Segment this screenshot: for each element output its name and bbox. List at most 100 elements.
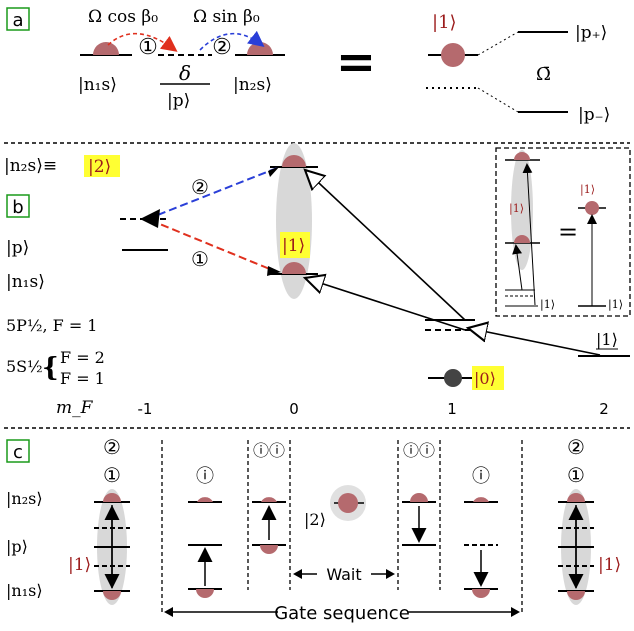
blue-coupling bbox=[149, 167, 278, 219]
f1-label: F = 1 bbox=[60, 369, 105, 388]
c-ket2-pop bbox=[338, 493, 358, 513]
n1s-label-b: |n₁s⟩ bbox=[6, 272, 45, 292]
mf-tick-2: 2 bbox=[599, 400, 609, 418]
mf-tick-neg1: -1 bbox=[138, 400, 153, 418]
equals-sign: = bbox=[336, 34, 376, 90]
c5-n2s-pop bbox=[473, 497, 489, 502]
n2s-population bbox=[247, 42, 273, 55]
c-ket1-left: |1⟩ bbox=[68, 555, 91, 575]
ket1-label: |1⟩ bbox=[432, 12, 457, 33]
red-coupling bbox=[149, 219, 278, 273]
n1s-population-b bbox=[282, 262, 306, 274]
c3-n2s-pop bbox=[261, 497, 277, 502]
inset-mid-pop bbox=[514, 235, 530, 243]
5p-state-label: 5P½, F = 1 bbox=[6, 316, 97, 335]
panel-b-label-box bbox=[6, 194, 30, 218]
inset-top-pop bbox=[514, 152, 530, 160]
panel-c-label-box bbox=[6, 439, 30, 463]
arrow-to-n1s bbox=[305, 278, 466, 331]
circled-1-b: ① bbox=[191, 247, 209, 271]
ket0-population bbox=[444, 369, 462, 387]
inset-right-pop bbox=[585, 201, 599, 215]
panel-a-label-box bbox=[6, 7, 30, 31]
c1-n1s-pop bbox=[103, 591, 121, 600]
mf-tick-0: 0 bbox=[289, 400, 299, 418]
c-circ1-left: ① bbox=[103, 463, 121, 487]
circled-1: ① bbox=[138, 35, 158, 60]
brace: { bbox=[42, 353, 59, 383]
c-roman2-a: ⓘⓘ bbox=[253, 441, 285, 460]
split-line-down bbox=[477, 87, 519, 113]
ket1-highlight bbox=[280, 232, 310, 258]
inset-ket1-d: |1⟩ bbox=[608, 298, 623, 312]
n2s-arrowhead bbox=[268, 166, 280, 177]
wait-head-left bbox=[293, 569, 302, 579]
5s-state-label: 5S½ bbox=[6, 357, 43, 376]
c-ket2-label: |2⟩ bbox=[304, 510, 326, 529]
inset-ket1-b: |1⟩ bbox=[540, 298, 555, 312]
inset-arrow-mid bbox=[512, 244, 523, 291]
gate-seq-head-left bbox=[164, 607, 173, 617]
panel-a-label: a bbox=[12, 10, 23, 31]
detuning-delta: δ bbox=[179, 61, 191, 85]
n2s-equiv-label: |n₂s⟩≡ bbox=[4, 156, 57, 176]
ket2-label: |2⟩ bbox=[88, 157, 111, 177]
virtual-arrowhead bbox=[140, 209, 160, 228]
n2s-population-b bbox=[282, 155, 306, 167]
arrow-to-n2s bbox=[305, 170, 466, 321]
c2-n1s-pop bbox=[196, 589, 214, 598]
wait-head-right bbox=[386, 569, 395, 579]
gate-sequence-label: Gate sequence bbox=[274, 603, 410, 624]
p-plus-label: |p₊⟩ bbox=[575, 23, 607, 43]
omega-sin-label: Ω sin β₀ bbox=[193, 7, 260, 27]
inset-equals: = bbox=[558, 218, 578, 246]
panel-b: |n₂s⟩≡ |2⟩ b |p⟩ |n₁s⟩ 5P½, F = 1 5S½ { … bbox=[4, 143, 631, 418]
c-circ2-left: ② bbox=[103, 435, 121, 459]
ket1-ellipse bbox=[276, 143, 312, 299]
inset-ket1-a: |1⟩ bbox=[509, 202, 524, 216]
inset-ket1-c: |1⟩ bbox=[580, 183, 595, 197]
c-circ1-right: ① bbox=[567, 463, 585, 487]
gate-seq-head-right bbox=[511, 607, 520, 617]
c-ket1-right: |1⟩ bbox=[598, 555, 621, 575]
ket1-population bbox=[441, 43, 465, 67]
omega-bar-label: Ω̄ bbox=[536, 64, 551, 85]
c-roman1-a: ⓘ bbox=[196, 466, 214, 487]
n2s-label-c: |n₂s⟩ bbox=[6, 489, 43, 508]
wait-label: Wait bbox=[326, 565, 361, 584]
mf-tick-1: 1 bbox=[447, 400, 457, 418]
ket1-underline-label: |1⟩ bbox=[596, 330, 618, 349]
mf-axis-label: m_F bbox=[56, 398, 94, 418]
c6-n2s-pop bbox=[567, 493, 585, 502]
p-label: |p⟩ bbox=[167, 91, 190, 111]
f2-label: F = 2 bbox=[60, 348, 105, 367]
p-minus-label: |p₋⟩ bbox=[578, 105, 610, 125]
c-circ2-right: ② bbox=[567, 435, 585, 459]
panel-c: c |n₂s⟩ |p⟩ |n₁s⟩ ② ① |1⟩ ⓘ ⓘⓘ bbox=[6, 435, 621, 624]
arrow-to-5p bbox=[468, 328, 601, 356]
n2s-label: |n₂s⟩ bbox=[233, 75, 272, 95]
c1-n2s-pop bbox=[103, 493, 121, 502]
ket0-label: |0⟩ bbox=[474, 369, 496, 388]
c4-n2s-pop bbox=[410, 493, 428, 502]
ket0-highlight bbox=[472, 366, 504, 390]
n1s-population bbox=[93, 42, 119, 55]
ket2-highlight bbox=[84, 155, 120, 177]
n1s-label-c: |n₁s⟩ bbox=[6, 581, 43, 600]
omega-cos-label: Ω cos β₀ bbox=[88, 7, 158, 27]
c3-p-pop bbox=[260, 545, 278, 554]
c5-n1s-pop bbox=[472, 589, 490, 598]
ket1-label-b: |1⟩ bbox=[282, 236, 305, 256]
panel-a: a Ω cos β₀ Ω sin β₀ ① ② δ |n₁s⟩ |p⟩ |n₂s… bbox=[6, 7, 610, 125]
p-label-b: |p⟩ bbox=[6, 238, 29, 258]
coupling-arrow-2 bbox=[199, 30, 265, 51]
circled-2: ② bbox=[212, 35, 232, 60]
c-roman2-b: ⓘⓘ bbox=[403, 441, 435, 460]
coupling-arrow-1 bbox=[107, 32, 178, 52]
panel-b-label: b bbox=[12, 197, 23, 218]
n1s-arrowhead bbox=[267, 266, 281, 276]
c-roman1-b: ⓘ bbox=[472, 466, 490, 487]
panel-c-label: c bbox=[13, 442, 23, 463]
inset-arrow-up bbox=[522, 163, 536, 306]
c2-n2s-pop bbox=[197, 497, 213, 502]
